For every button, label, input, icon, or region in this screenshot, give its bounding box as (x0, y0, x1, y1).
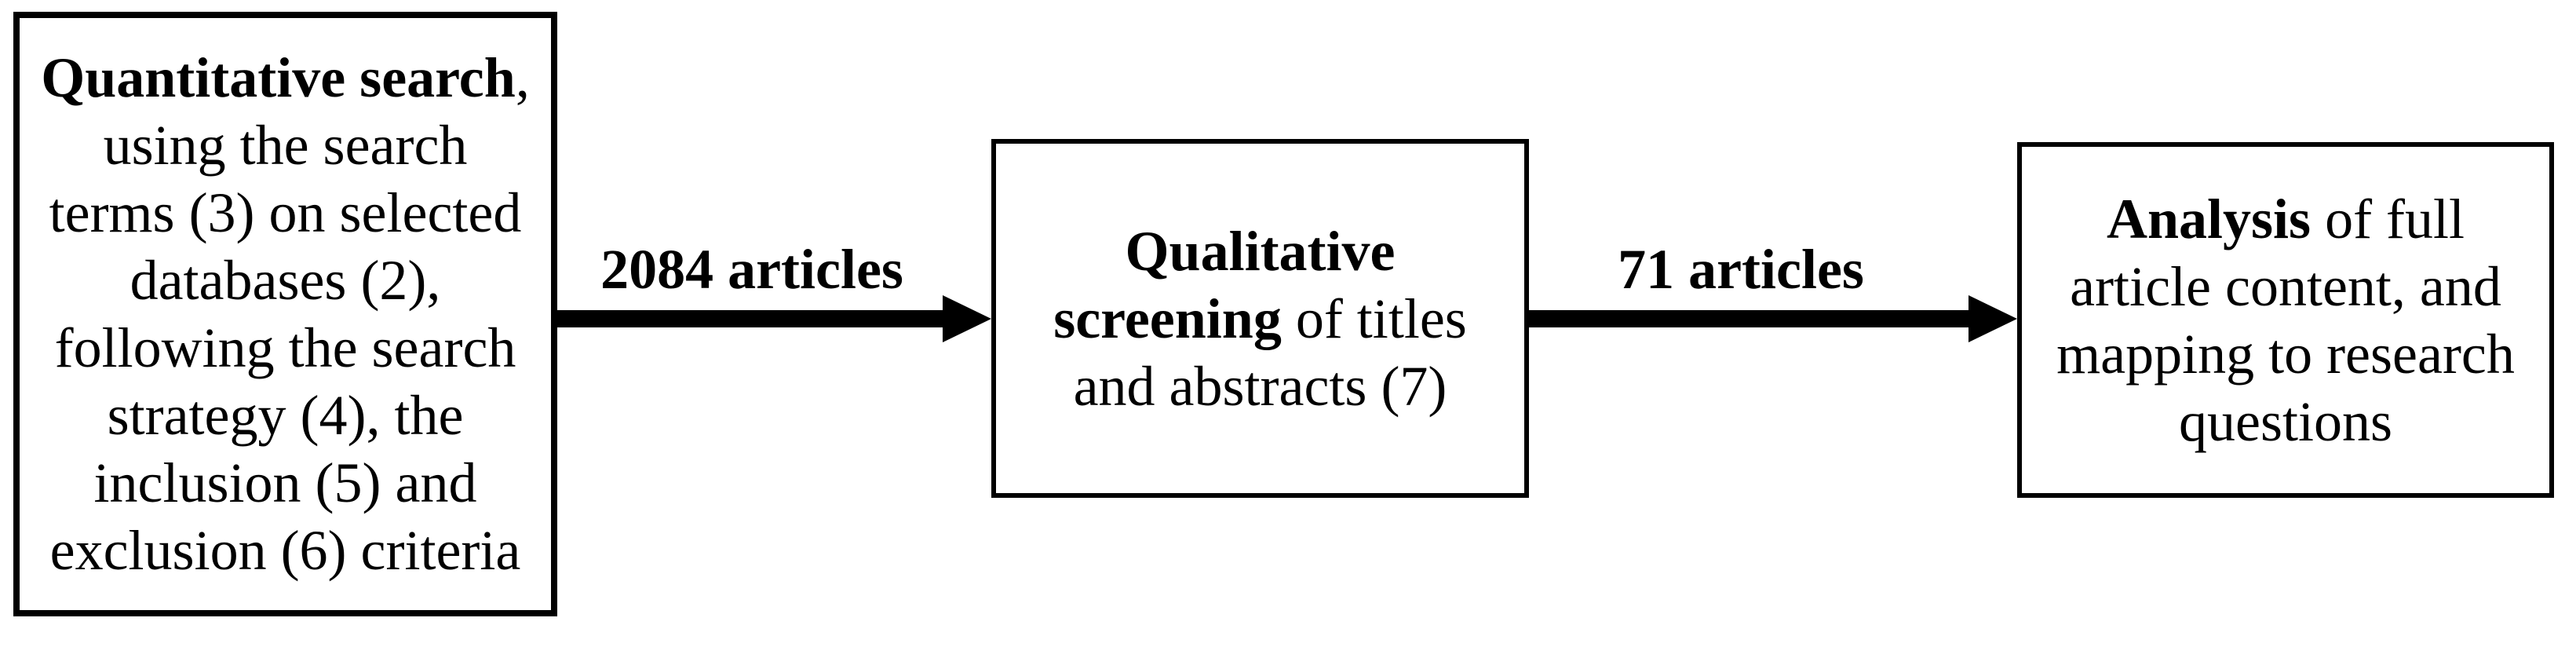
arrow-label-2084-articles: 2084 articles (600, 238, 903, 301)
arrow-shaft-search-to-screening (557, 310, 947, 327)
arrow-head-search-to-screening (943, 295, 991, 342)
qualitative-screening-box: Qualitative screening of titles and abst… (991, 139, 1529, 498)
quantitative-search-box: Quantitative search, using the search te… (13, 12, 557, 616)
arrow-head-screening-to-analysis (1968, 295, 2017, 342)
qualitative-screening-text: Qualitative screening of titles and abst… (1053, 219, 1467, 418)
analysis-text: Analysis of full article content, and ma… (2056, 187, 2515, 453)
analysis-box: Analysis of full article content, and ma… (2017, 142, 2554, 498)
arrow-label-71-articles: 71 articles (1618, 238, 1864, 301)
quantitative-search-text: Quantitative search, using the search te… (41, 46, 530, 582)
arrow-shaft-screening-to-analysis (1529, 310, 1973, 327)
